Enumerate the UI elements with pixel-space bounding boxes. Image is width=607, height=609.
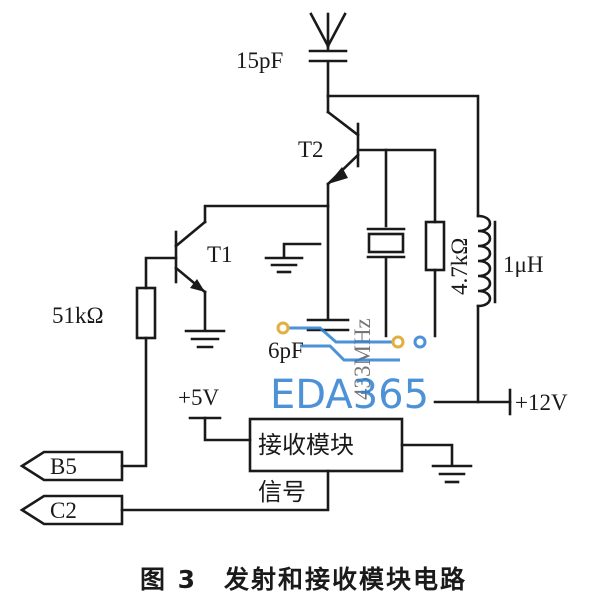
receiver-module-label: 接收模块	[258, 431, 354, 459]
wire-signal-out	[120, 469, 330, 512]
transistor-t1	[174, 220, 207, 332]
ground-symbol-mid	[264, 242, 322, 274]
watermark-brand: EDA365	[270, 372, 429, 418]
ground-symbol-t1	[184, 329, 226, 349]
capacitor-6pf	[306, 318, 350, 332]
watermark-trace-icon	[276, 321, 427, 362]
figure-caption: 图 3 发射和接收模块电路	[139, 565, 468, 594]
inductor-1uh-label: 1μH	[503, 252, 543, 277]
capacitor-15pf	[308, 44, 348, 98]
transistor-t2-label: T2	[298, 137, 324, 162]
vcc-5v-label: +5V	[178, 385, 219, 410]
transistor-t1-label: T1	[207, 242, 233, 267]
vcc-12v-label: +12V	[515, 390, 568, 415]
connector-c2-label: C2	[50, 498, 77, 523]
crystal-433mhz	[366, 227, 406, 338]
connector-c2	[19, 494, 124, 526]
vcc-12v-terminal	[433, 388, 512, 416]
inductor-1uh	[476, 214, 497, 404]
resistor-4k7	[424, 220, 446, 338]
resistor-51k-label: 51kΩ	[52, 303, 104, 328]
ground-symbol-module	[400, 443, 473, 484]
connector-b5-label: B5	[50, 454, 77, 479]
antenna-symbol	[309, 12, 347, 48]
capacitor-6pf-label: 6pF	[268, 338, 304, 363]
vcc-5v-wire	[188, 416, 252, 442]
wire-t2-base	[356, 148, 437, 224]
signal-label: 信号	[258, 478, 306, 506]
transistor-t2	[326, 94, 360, 186]
wire-t1-base	[144, 256, 178, 290]
resistor-4k7-label: 4.7kΩ	[447, 238, 472, 295]
connector-b5	[19, 450, 124, 482]
resistor-51k	[120, 286, 157, 468]
wire-t1-collector	[203, 204, 330, 224]
capacitor-15pf-label: 15pF	[236, 48, 283, 73]
wire-top-rail	[326, 94, 480, 218]
